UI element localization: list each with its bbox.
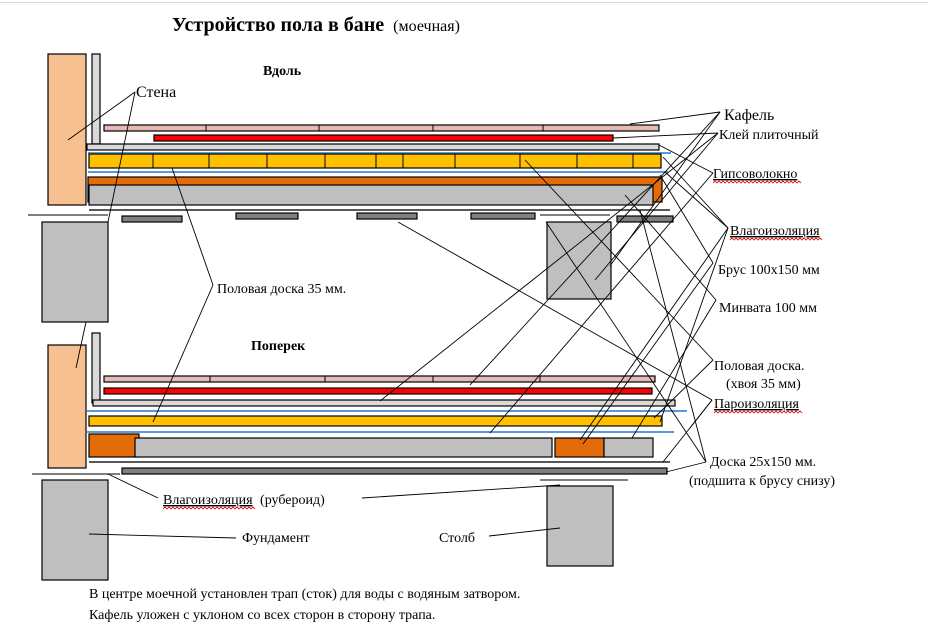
label-waterproofing: Влагоизоляция [730, 224, 820, 239]
spellcheck-underline [729, 237, 823, 241]
label-pillar: Столб [439, 531, 475, 546]
glue-layer [103, 387, 653, 395]
label-floor-board-35: Половая доска 35 мм. [217, 282, 346, 297]
wool-layer [88, 184, 654, 206]
floor-board-layer [88, 415, 663, 427]
leader-lines [67, 91, 729, 539]
spellcheck-underline [712, 180, 802, 184]
wool-block [603, 437, 654, 458]
foundation-block [41, 479, 109, 581]
underboard [235, 212, 299, 220]
wool-block [134, 437, 553, 458]
wall-block [47, 344, 87, 469]
label-beam: Брус 100х150 мм [718, 263, 820, 278]
gypsum-layer [86, 143, 660, 151]
gypsum-layer [92, 399, 676, 407]
floor-board-layer [88, 153, 662, 169]
section-across: Поперек [32, 332, 687, 581]
spellcheck-underline [162, 506, 256, 510]
underboard [121, 467, 668, 475]
note-line: Кафель уложен с уклоном со всех сторон в… [89, 608, 435, 623]
foundation-block [41, 221, 109, 323]
underboard [470, 212, 536, 220]
tile-layer [103, 124, 660, 132]
wall-block [47, 53, 87, 206]
wall-lining [91, 332, 101, 404]
underboard [121, 215, 183, 223]
title-suffix: (моечная) [393, 18, 460, 35]
floor-board-strip [88, 153, 662, 169]
diagram-title: Устройство пола в бане (моечная) [172, 14, 460, 36]
label-floor-board: Половая доска. [714, 359, 804, 374]
pillar-block [546, 485, 614, 567]
label-vapor-barrier: Пароизоляция [714, 397, 799, 412]
label-floor-board-detail: (хвоя 35 мм) [726, 377, 801, 392]
label-wall: Стена [136, 84, 176, 101]
tile-strip [103, 375, 656, 383]
notes: В центре моечной установлен трап (сток) … [89, 587, 520, 623]
section-along-title: Вдоль [263, 64, 302, 79]
label-tile: Кафель [724, 107, 774, 124]
tile-strip [103, 124, 660, 132]
label-ruberoid-suffix: (рубероид) [260, 493, 325, 508]
underboard [356, 212, 418, 220]
section-along: Вдоль [28, 53, 674, 323]
labels: Стена Кафель Клей плиточный Гипсоволокно… [136, 84, 835, 546]
label-tile-glue: Клей плиточный [719, 128, 819, 143]
label-mineral-wool: Минвата 100 мм [719, 301, 817, 316]
page-top-border [0, 2, 928, 3]
beam-block [554, 437, 605, 458]
tile-layer [103, 375, 656, 383]
title-main: Устройство пола в бане [172, 14, 384, 36]
glue-layer [153, 134, 614, 142]
label-foundation: Фундамент [242, 531, 310, 546]
label-gypsum-fiber: Гипсоволокно [713, 167, 797, 182]
label-ruberoid-main: Влагоизоляция [163, 493, 253, 508]
wall-lining [91, 53, 101, 145]
note-line: В центре моечной установлен трап (сток) … [89, 587, 520, 602]
section-across-title: Поперек [251, 339, 306, 354]
beam-block [88, 433, 140, 458]
label-ruberoid: Влагоизоляция (рубероид) [163, 493, 325, 508]
spellcheck-underline [713, 410, 803, 414]
label-board-detail: (подшита к брусу снизу) [689, 474, 835, 489]
label-board: Доска 25х150 мм. [710, 455, 816, 470]
